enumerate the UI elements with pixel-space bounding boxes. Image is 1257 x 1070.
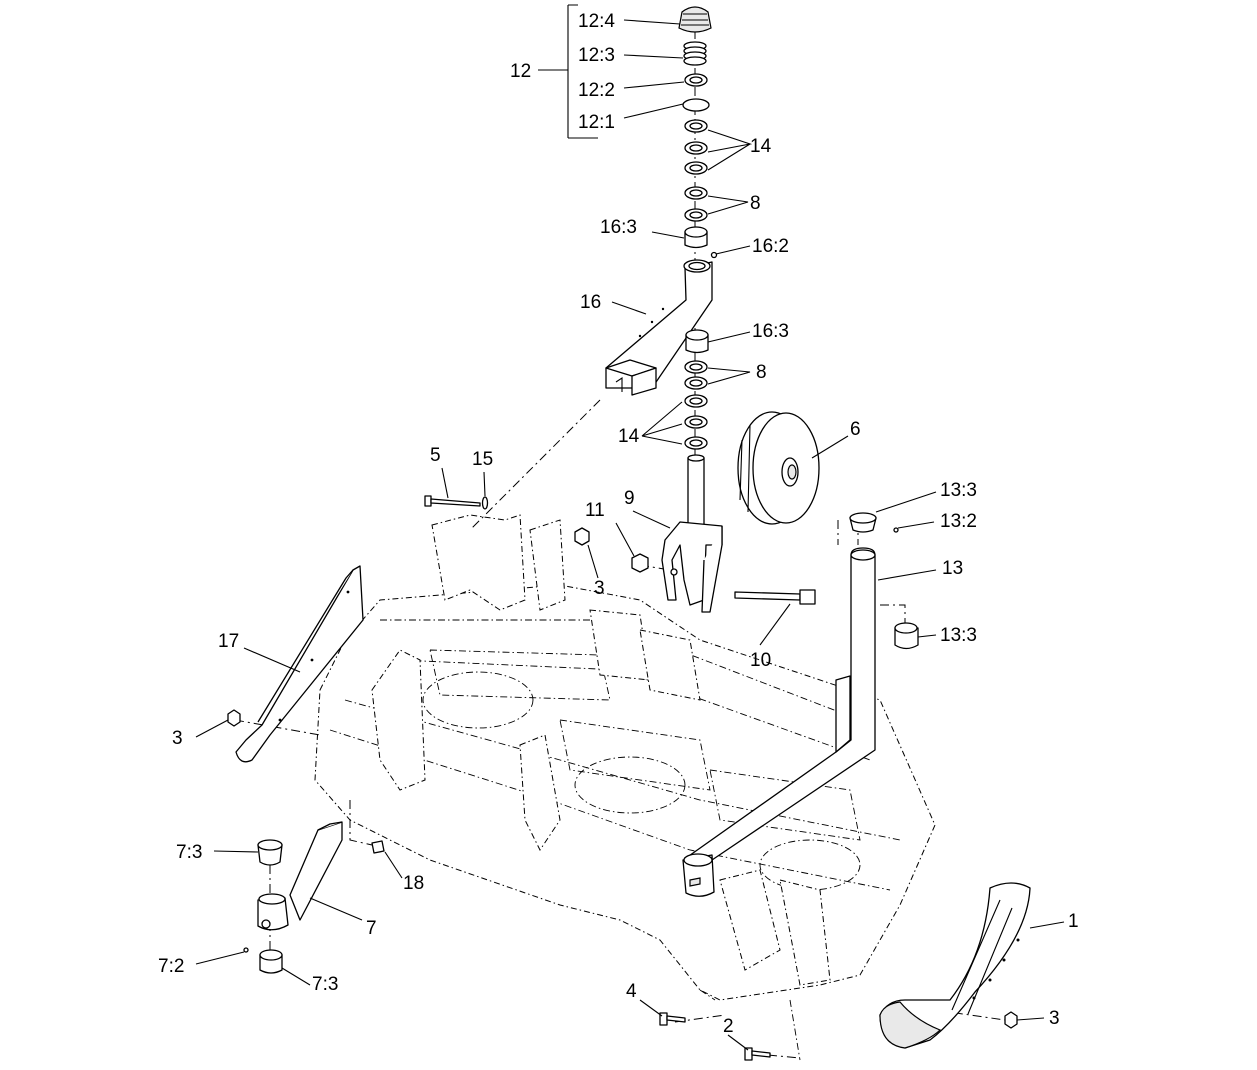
label-13-2: 13:2 <box>940 511 977 532</box>
washer-12-2 <box>684 73 708 87</box>
bushing-16-3-lower <box>685 329 709 354</box>
washer-15 <box>481 496 489 510</box>
label-13-3-lower: 13:3 <box>940 625 977 646</box>
label-5: 5 <box>430 445 441 466</box>
label-12-4: 12:4 <box>578 11 615 32</box>
label-17: 17 <box>218 631 239 652</box>
label-16-2: 16:2 <box>752 236 789 257</box>
axle-bolt-10 <box>734 589 816 605</box>
label-18: 18 <box>403 873 424 894</box>
ring-12-1 <box>682 98 710 112</box>
bushing-13-3-lower <box>894 622 919 650</box>
callout-labels: 12:4 12:3 12:2 12:1 12 14 8 16:3 16:2 16… <box>158 11 1079 1037</box>
nut-3-rear <box>574 527 590 546</box>
label-7-3-upper: 7:3 <box>176 842 202 863</box>
mower-deck-outline <box>314 514 936 1061</box>
bolt-2 <box>744 1047 771 1061</box>
bushing-7-3-upper <box>257 839 283 866</box>
pin-18 <box>371 840 385 854</box>
label-1: 1 <box>1068 911 1079 932</box>
label-12-3: 12:3 <box>578 45 615 66</box>
label-12: 12 <box>510 61 531 82</box>
bearings-14-upper <box>684 119 708 175</box>
baffle-17 <box>235 565 364 763</box>
label-15: 15 <box>472 449 493 470</box>
leader-lines <box>195 4 1065 1051</box>
spring-12-3 <box>683 41 707 66</box>
grease-fitting-13-2 <box>893 527 899 533</box>
label-11: 11 <box>585 500 605 521</box>
label-2: 2 <box>723 1016 734 1037</box>
label-6: 6 <box>850 419 861 440</box>
nut-11 <box>631 553 649 573</box>
spacers-8-upper <box>684 186 708 222</box>
caster-cap-12-4 <box>678 6 712 33</box>
caster-arm-7 <box>257 821 343 931</box>
bolt-4 <box>659 1012 686 1026</box>
label-16-3-lower: 16:3 <box>752 321 789 342</box>
spacers-8-lower <box>684 360 708 390</box>
label-9: 9 <box>624 488 635 509</box>
label-12-2: 12:2 <box>578 80 615 101</box>
label-12-1: 12:1 <box>578 112 615 133</box>
nut-3-left <box>227 709 241 727</box>
label-10: 10 <box>750 650 771 671</box>
bearings-14-lower <box>684 394 708 450</box>
label-3-rear: 3 <box>594 578 605 599</box>
label-13: 13 <box>942 558 963 579</box>
label-8-lower: 8 <box>756 362 767 383</box>
label-7-3-lower: 7:3 <box>312 974 338 995</box>
caster-support-13 <box>682 547 876 897</box>
label-4: 4 <box>626 981 637 1002</box>
bushing-7-3-lower <box>259 949 283 974</box>
label-7: 7 <box>366 918 377 939</box>
grease-fitting-7-2 <box>243 947 249 953</box>
nut-3-bumper <box>1004 1011 1018 1029</box>
label-16: 16 <box>580 292 601 313</box>
bolt-5 <box>424 495 481 507</box>
label-13-3-upper: 13:3 <box>940 480 977 501</box>
label-7-2: 7:2 <box>158 956 184 977</box>
label-8-upper: 8 <box>750 193 761 214</box>
label-3-bumper: 3 <box>1049 1008 1060 1029</box>
label-16-3-upper: 16:3 <box>600 217 637 238</box>
label-14-upper: 14 <box>750 136 772 157</box>
label-14-lower: 14 <box>618 426 640 447</box>
bushing-13-3-upper <box>849 512 877 533</box>
label-3-left: 3 <box>172 728 183 749</box>
bushing-16-3-upper <box>684 226 708 249</box>
caster-arm-16 <box>605 259 713 396</box>
grease-fitting-16-2 <box>710 251 718 259</box>
caster-fork-9 <box>661 454 723 613</box>
caster-wheel-6 <box>737 411 820 525</box>
bumper-1 <box>879 882 1031 1049</box>
